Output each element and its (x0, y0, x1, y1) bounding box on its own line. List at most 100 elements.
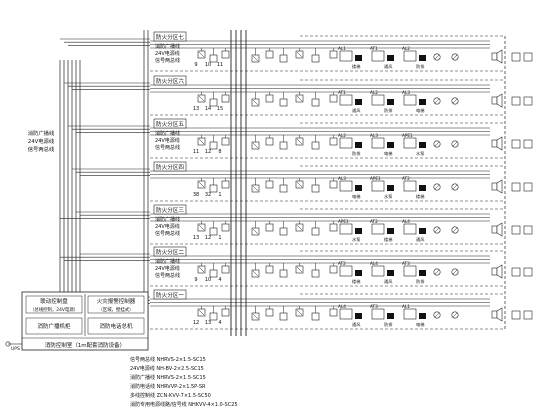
distribution-box (371, 265, 385, 277)
zone-name: 防火分区七 (156, 33, 184, 41)
panel-phone-host-label: 消防电话总机 (99, 322, 133, 330)
device-tag: 水泵 (416, 150, 424, 156)
node-id-label: 38 (193, 192, 199, 198)
zone-bus-label: 信号两总线 (155, 230, 180, 237)
distribution-box (371, 50, 385, 62)
distribution-box-label: AL3 (338, 176, 346, 181)
device-tag: 楼梯 (384, 236, 392, 243)
control-module (387, 55, 394, 61)
module-box (279, 184, 288, 193)
module-box (265, 94, 274, 103)
control-module (387, 99, 394, 105)
distribution-box-label: AT1 (338, 90, 346, 95)
module-box (221, 50, 230, 59)
speaker-icon (491, 225, 498, 234)
module-box (209, 141, 218, 150)
device-tag: 水泵 (352, 236, 360, 242)
distribution-box-label: AL4 (370, 261, 378, 266)
node-id-label: 12 (205, 235, 211, 241)
distribution-box (371, 180, 385, 192)
node-id-label: 13 (193, 235, 199, 241)
distribution-box-label: AL4 (338, 304, 346, 309)
alarm-bell-icon (523, 267, 533, 277)
distribution-box (371, 223, 385, 235)
control-module (355, 313, 362, 319)
module-box (209, 312, 218, 321)
module-box (329, 50, 338, 59)
control-module (419, 228, 426, 234)
distribution-box-label: AT2 (338, 261, 346, 266)
control-module (387, 228, 394, 234)
distribution-box-label: AT2 (370, 219, 378, 224)
distribution-box-label: AL2 (402, 46, 410, 51)
node-id-label: 9 (194, 277, 197, 283)
alarm-bell-icon (523, 96, 533, 106)
control-module (387, 270, 394, 276)
alarm-bell-icon (523, 139, 533, 149)
device-tag: 防排 (416, 278, 425, 285)
control-module (355, 55, 362, 61)
legend-item-1: 信号两总线 NHRVS-2×1.5-SC15 (130, 356, 206, 363)
module-box (329, 137, 338, 146)
speaker-icon (491, 139, 498, 148)
module-box (209, 54, 218, 63)
distribution-box (403, 94, 417, 106)
module-box (279, 141, 288, 150)
module-box (329, 265, 338, 274)
distribution-box (339, 94, 353, 106)
module-box (329, 180, 338, 189)
node-id-label: 12 (193, 320, 199, 326)
node-id-label: 14 (205, 106, 211, 112)
node-id-label: 8 (218, 149, 221, 155)
zone-name: 防火分区五 (156, 120, 184, 128)
legend-item-5: 多线控制线 ZCN-KVV-7×1.5-SC50 (130, 392, 211, 399)
speaker-icon (491, 96, 498, 105)
node-id-label: 12 (205, 149, 211, 155)
module-box (329, 94, 338, 103)
module-box (265, 223, 274, 232)
module-box (265, 137, 274, 146)
distribution-box (403, 137, 417, 149)
node-id-label: 11 (193, 149, 199, 155)
node-id-label: 15 (217, 106, 223, 112)
node-id-label: 10 (205, 277, 211, 283)
module-box (329, 308, 338, 317)
manual-station-icon (511, 225, 521, 235)
speaker-icon (491, 310, 498, 319)
module-box (279, 98, 288, 107)
device-tag: 楼梯 (352, 278, 360, 285)
distribution-box (403, 308, 417, 320)
legend-item-6: 消防专用电源线路/信号线 NHKVV-4×1.0-SC25 (130, 401, 238, 408)
control-module (355, 142, 362, 148)
alarm-bell-icon (523, 52, 533, 62)
device-tag: 通风 (352, 107, 361, 114)
module-box (221, 308, 230, 317)
device-tag: 通风 (384, 63, 393, 70)
module-box (279, 269, 288, 278)
zone-name: 防火分区三 (156, 206, 184, 214)
distribution-box (371, 137, 385, 149)
module-box (279, 54, 288, 63)
panel-footer-label: 消防控制室（1m配套消防设备） (45, 341, 125, 349)
control-module (355, 185, 362, 191)
distribution-box (403, 265, 417, 277)
trunk-label-3: 信号两总线 (28, 145, 55, 153)
node-id-label: 9 (194, 62, 197, 68)
zone-bus-label: 信号两总线 (155, 57, 180, 64)
distribution-box-label: AL1 (338, 46, 346, 51)
zone-bus-label: 信号两总线 (155, 144, 180, 151)
distribution-box-label: AL3 (370, 133, 378, 138)
device-tag: 楼梯 (352, 63, 360, 70)
device-tag: 通风 (384, 278, 393, 285)
module-box (329, 223, 338, 232)
trunk-label-1: 消防广播线 (28, 129, 55, 137)
panel-alarm-controller-label: 火灾报警控制器 (97, 297, 136, 305)
distribution-box-label: APE1 (338, 219, 349, 224)
distribution-box (371, 94, 385, 106)
panel-alarm-sub-label: （区域，壁挂式） (98, 306, 133, 313)
distribution-box (371, 308, 385, 320)
distribution-box-label: APE1 (370, 176, 381, 181)
node-id-label: 4 (218, 320, 221, 326)
